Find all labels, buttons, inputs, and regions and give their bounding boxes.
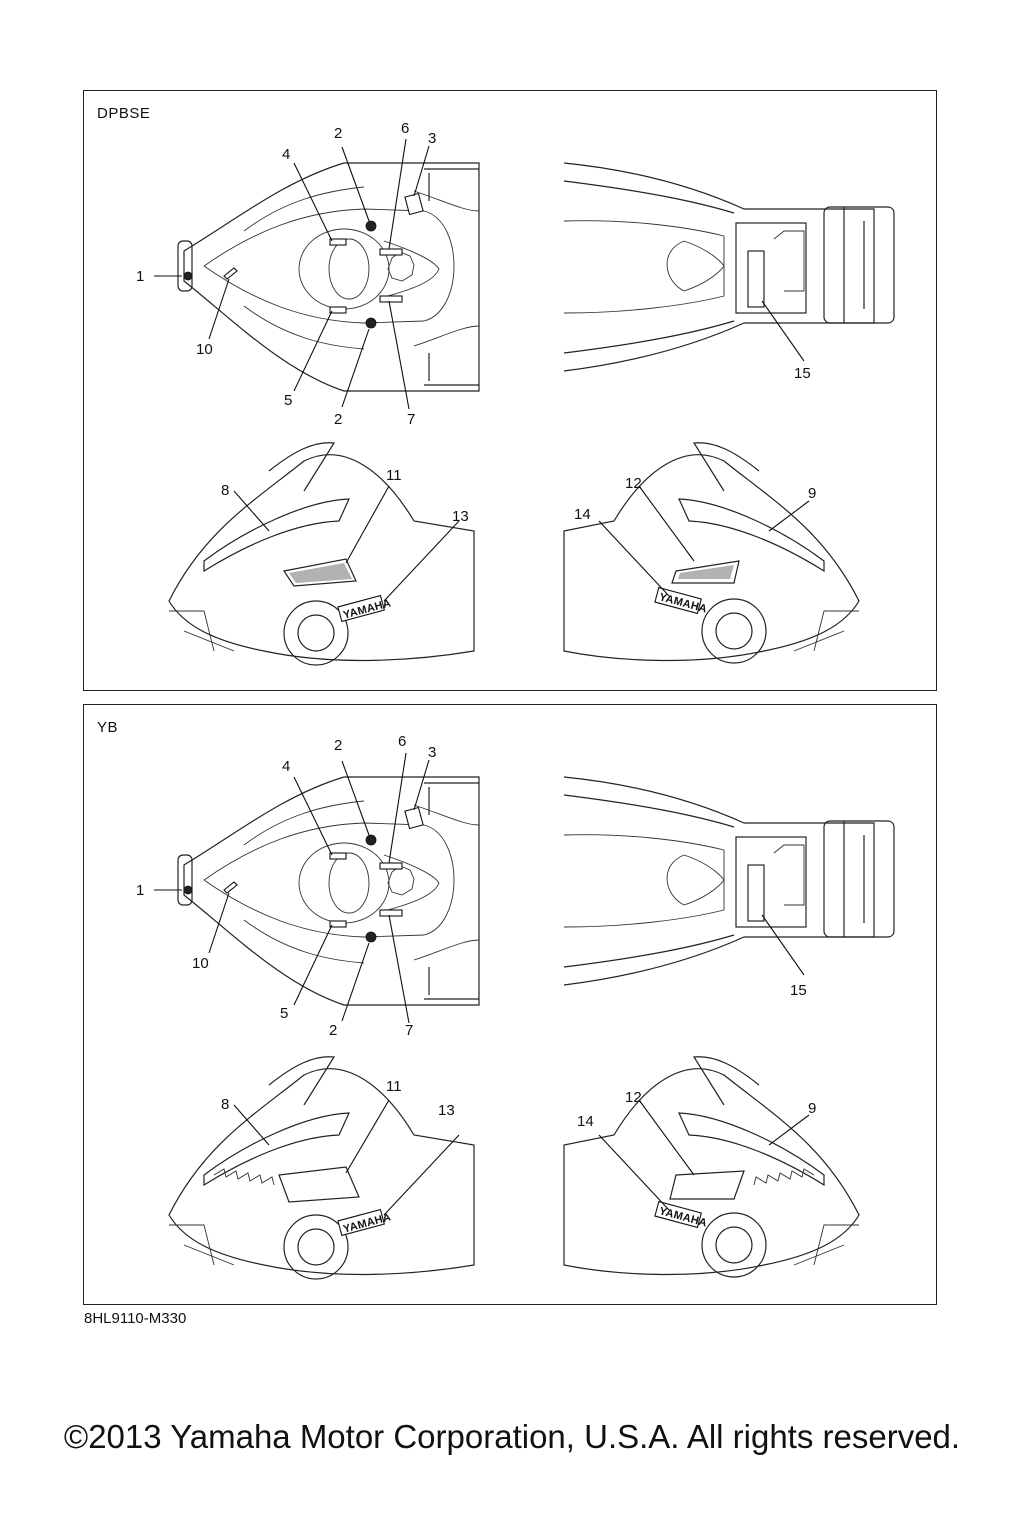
callout-9: 9 — [808, 485, 816, 502]
callout-numbers: 1 2 6 3 4 10 5 2 7 15 8 11 13 14 12 9 — [136, 120, 816, 525]
callout-14: 14 — [577, 1113, 594, 1130]
rear-top-view — [563, 776, 895, 986]
diagram-panel-dpbse: DPBSE — [83, 90, 937, 691]
callout-8: 8 — [221, 482, 229, 499]
callout-11: 11 — [386, 1078, 402, 1095]
callout-12: 12 — [625, 475, 642, 492]
callout-12: 12 — [625, 1089, 642, 1106]
top-view-snowmobile — [177, 162, 480, 392]
side-view-right: YAMAHA — [563, 1056, 860, 1278]
panel-title: DPBSE — [97, 105, 151, 122]
callout-10: 10 — [196, 341, 213, 358]
callout-13: 13 — [452, 508, 469, 525]
callout-15: 15 — [794, 365, 811, 382]
rear-top-view — [563, 162, 895, 372]
callout-5: 5 — [280, 1005, 288, 1022]
top-view-snowmobile — [177, 776, 480, 1006]
callout-leaders-top-view — [154, 752, 430, 1024]
callout-1: 1 — [136, 268, 144, 285]
callout-7: 7 — [405, 1022, 413, 1039]
callout-4: 4 — [282, 758, 290, 775]
callout-2: 2 — [334, 737, 342, 754]
callout-14: 14 — [574, 506, 591, 523]
callout-numbers: 1 2 6 3 4 10 5 2 7 15 8 11 13 14 12 9 — [136, 733, 816, 1130]
side-view-left: YAMAHA — [168, 1056, 475, 1280]
document-code: 8HL9110-M330 — [84, 1310, 187, 1327]
callout-4: 4 — [282, 146, 290, 163]
side-view-left: YAMAHA — [168, 442, 475, 666]
callout-2: 2 — [329, 1022, 337, 1039]
callout-11: 11 — [386, 467, 402, 484]
callout-15: 15 — [790, 982, 807, 999]
callout-1: 1 — [136, 882, 144, 899]
decal-diagram-yb: YAMAHA YAMAHA 1 2 6 3 4 — [136, 733, 895, 1280]
copyright-notice: ©2013 Yamaha Motor Corporation, U.S.A. A… — [63, 1418, 961, 1455]
diagram-panel-yb: YB — [83, 704, 937, 1305]
callout-leaders-top-view — [154, 138, 430, 410]
callout-2: 2 — [334, 411, 342, 428]
decal-diagram-dpbse: YAMAHA YAMAHA 1 2 6 3 4 — [136, 120, 895, 666]
callout-13: 13 — [438, 1102, 455, 1119]
callout-5: 5 — [284, 392, 292, 409]
callout-3: 3 — [428, 130, 436, 147]
side-view-right: YAMAHA — [563, 442, 860, 664]
callout-7: 7 — [407, 411, 415, 428]
callout-2: 2 — [334, 125, 342, 142]
callout-6: 6 — [398, 733, 406, 750]
callout-6: 6 — [401, 120, 409, 137]
callout-3: 3 — [428, 744, 436, 761]
callout-9: 9 — [808, 1100, 816, 1117]
panel-title: YB — [97, 719, 119, 736]
callout-8: 8 — [221, 1096, 229, 1113]
callout-10: 10 — [192, 955, 209, 972]
